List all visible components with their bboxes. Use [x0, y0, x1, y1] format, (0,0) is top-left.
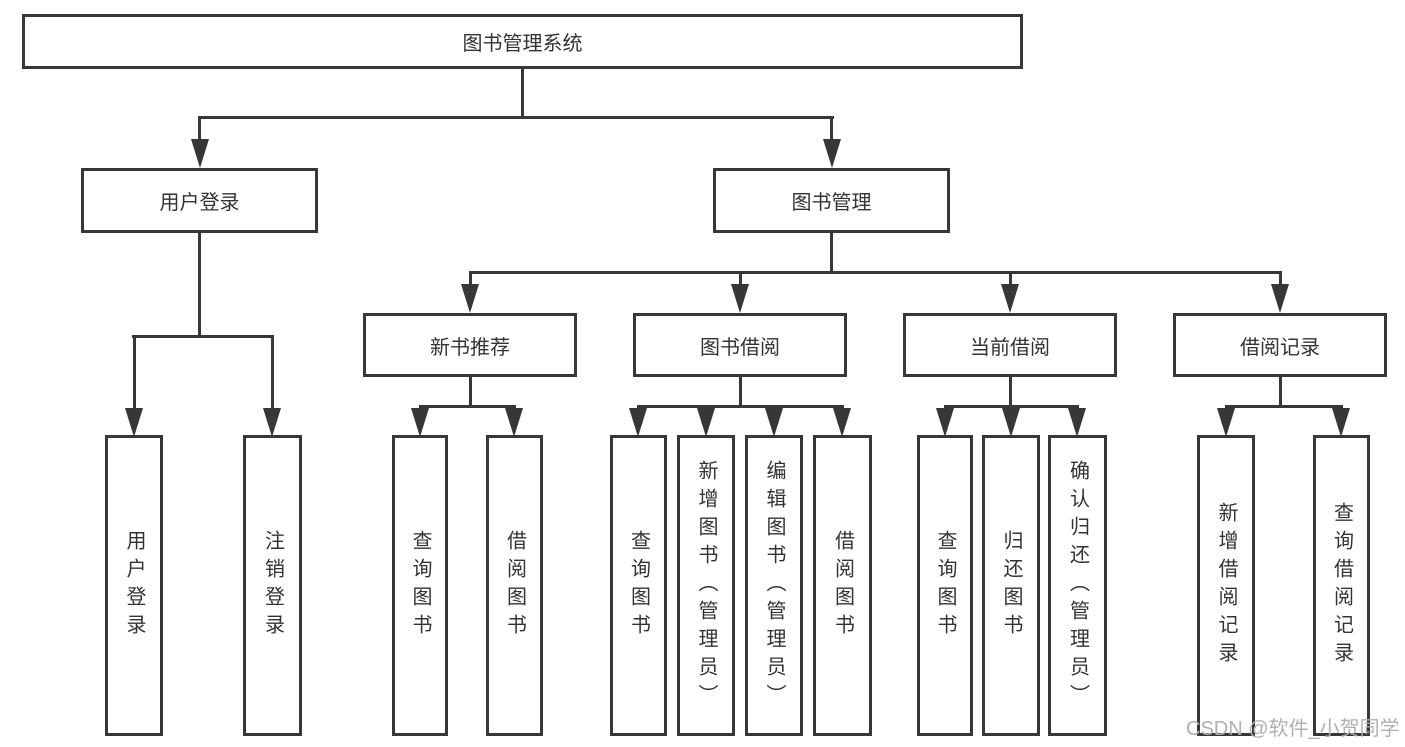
leaf-query-books-recommend: 查询图书: [392, 435, 448, 736]
connector-line: [739, 271, 742, 287]
node-label: 借阅记录: [1240, 336, 1320, 359]
connector-line: [198, 116, 834, 119]
arrow-down-icon: [125, 408, 143, 437]
leaf-logout: 注销登录: [243, 435, 302, 736]
arrow-down-icon: [1002, 408, 1020, 437]
arrow-down-icon: [697, 408, 715, 437]
arrow-down-icon: [1068, 408, 1086, 437]
node-label: 借阅图书: [503, 529, 526, 642]
leaf-return-books: 归还图书: [982, 435, 1040, 736]
leaf-confirm-return-admin: 确认归还（管理员）: [1048, 435, 1107, 736]
connector-line: [271, 335, 274, 410]
connector-line: [198, 116, 201, 142]
node-borrowing-records: 借阅记录: [1173, 313, 1387, 377]
arrow-down-icon: [411, 408, 429, 437]
node-label: 借阅图书: [831, 529, 854, 642]
arrow-down-icon: [461, 284, 479, 313]
connector-line: [830, 233, 833, 274]
node-label: 新书推荐: [430, 336, 510, 359]
arrow-down-icon: [1332, 408, 1350, 437]
leaf-query-books-borrow: 查询图书: [610, 435, 667, 736]
arrow-down-icon: [263, 408, 281, 437]
node-book-borrowing: 图书借阅: [633, 313, 847, 377]
node-label: 图书管理系统: [462, 33, 583, 55]
connector-line: [1279, 271, 1282, 287]
node-book-management: 图书管理: [713, 168, 950, 233]
leaf-user-login: 用户登录: [105, 435, 163, 736]
leaf-add-borrow-record: 新增借阅记录: [1197, 435, 1255, 736]
node-library-management-system: 图书管理系统: [22, 14, 1023, 69]
arrow-down-icon: [731, 284, 749, 313]
arrow-down-icon: [823, 139, 841, 168]
node-user-login: 用户登录: [81, 168, 318, 233]
node-label: 图书借阅: [700, 336, 780, 359]
connector-line: [1009, 377, 1012, 408]
node-label: 图书管理: [791, 192, 872, 214]
node-label: 注销登录: [261, 529, 284, 642]
connector-line: [1279, 377, 1282, 408]
node-label: 新增借阅记录: [1215, 501, 1237, 670]
node-current-borrowing: 当前借阅: [903, 313, 1117, 377]
connector-line: [944, 405, 1079, 408]
node-label: 用户登录: [123, 529, 145, 642]
node-label: 查询借阅记录: [1330, 501, 1353, 670]
node-label: 查询图书: [934, 529, 956, 642]
node-label: 归还图书: [1000, 529, 1022, 642]
arrow-down-icon: [765, 408, 783, 437]
leaf-borrow-books-recommend: 借阅图书: [486, 435, 543, 736]
connector-line: [419, 405, 516, 408]
watermark: CSDN @软件_小贺同学: [1186, 718, 1400, 740]
arrow-down-icon: [936, 408, 954, 437]
connector-line: [469, 271, 472, 287]
arrow-down-icon: [1217, 408, 1235, 437]
arrow-down-icon: [629, 408, 647, 437]
connector-line: [521, 69, 524, 119]
arrow-down-icon: [191, 139, 209, 168]
leaf-edit-book-admin: 编辑图书（管理员）: [745, 435, 803, 736]
connector-line: [469, 377, 472, 408]
connector-line: [739, 377, 742, 408]
leaf-add-book-admin: 新增图书（管理员）: [677, 435, 735, 736]
arrow-down-icon: [833, 408, 851, 437]
connector-line: [132, 335, 274, 338]
node-label: 编辑图书（管理员）: [763, 459, 785, 712]
connector-line: [1009, 271, 1012, 287]
leaf-borrow-books-borrow: 借阅图书: [813, 435, 872, 736]
connector-line: [1225, 405, 1343, 408]
arrow-down-icon: [1271, 284, 1289, 313]
leaf-query-borrow-record: 查询借阅记录: [1313, 435, 1370, 736]
connector-line: [830, 116, 833, 142]
node-new-book-recommendation: 新书推荐: [363, 313, 577, 377]
connector-line: [198, 233, 201, 338]
node-label: 新增图书（管理员）: [695, 459, 717, 712]
arrow-down-icon: [1001, 284, 1019, 313]
connector-line: [469, 271, 1282, 274]
connector-line: [133, 335, 136, 410]
node-label: 用户登录: [159, 192, 240, 214]
leaf-query-books-current: 查询图书: [917, 435, 973, 736]
node-label: 查询图书: [627, 529, 650, 642]
node-label: 当前借阅: [970, 336, 1050, 359]
node-label: 查询图书: [409, 529, 431, 642]
connector-line: [637, 405, 844, 408]
arrow-down-icon: [505, 408, 523, 437]
node-label: 确认归还（管理员）: [1066, 459, 1089, 712]
